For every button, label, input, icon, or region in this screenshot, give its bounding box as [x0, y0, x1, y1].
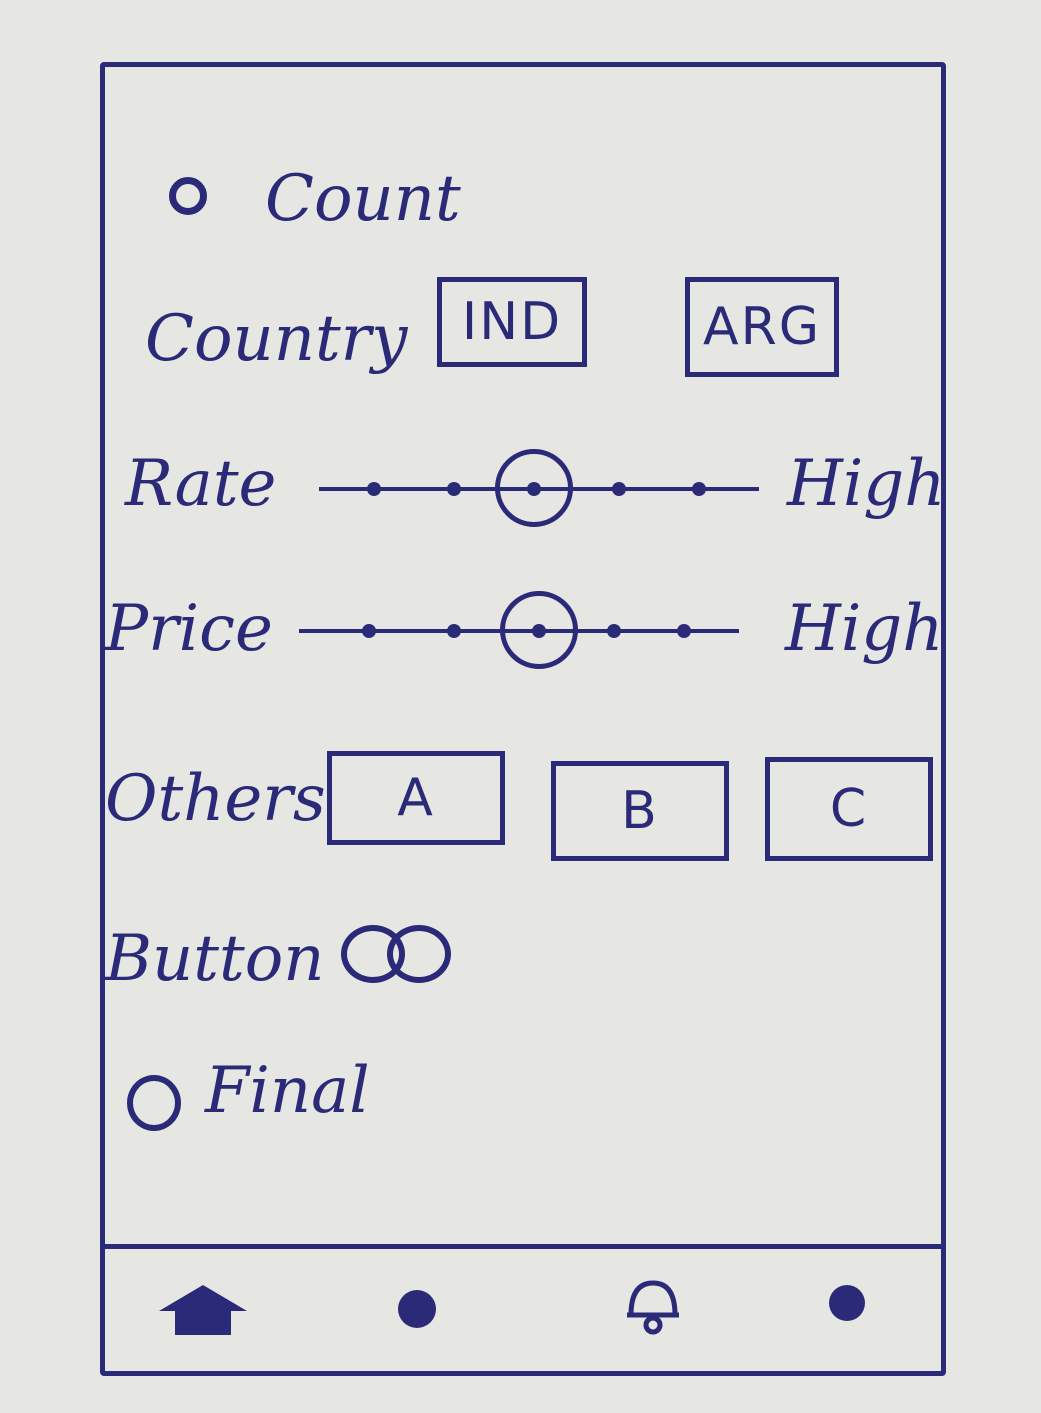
price-label: Price [105, 592, 273, 666]
home-icon[interactable] [157, 1281, 249, 1337]
country-option-ind[interactable]: IND [437, 277, 587, 367]
others-option-c[interactable]: C [765, 757, 933, 861]
dot-icon[interactable] [395, 1287, 439, 1331]
count-radio[interactable] [169, 177, 207, 215]
rate-high-label: High [787, 447, 946, 521]
bell-icon[interactable] [623, 1275, 683, 1335]
rate-tick [447, 482, 461, 496]
others-option-b[interactable]: B [551, 761, 729, 861]
bottom-nav [105, 1244, 941, 1371]
price-slider[interactable] [299, 591, 739, 669]
phone-frame: Count Country IND ARG Rate High Price Hi… [100, 62, 946, 1376]
rate-slider[interactable] [319, 449, 759, 527]
final-label: Final [205, 1054, 370, 1128]
rate-slider-thumb[interactable] [495, 449, 573, 527]
rate-tick [692, 482, 706, 496]
toggle-track [387, 925, 451, 983]
price-high-label: High [785, 592, 944, 666]
country-option-arg[interactable]: ARG [685, 277, 839, 377]
rate-tick [367, 482, 381, 496]
rate-label: Rate [125, 447, 277, 521]
dot-icon[interactable] [825, 1281, 869, 1325]
count-label: Count [265, 162, 461, 236]
final-radio[interactable] [127, 1075, 181, 1131]
price-tick [677, 624, 691, 638]
others-label: Others [105, 762, 326, 836]
price-tick [607, 624, 621, 638]
price-slider-thumb[interactable] [500, 591, 578, 669]
others-option-a[interactable]: A [327, 751, 505, 845]
price-tick [447, 624, 461, 638]
country-label: Country [145, 302, 408, 376]
rate-tick [612, 482, 626, 496]
price-tick [362, 624, 376, 638]
button-label: Button [105, 922, 325, 996]
button-toggle[interactable] [341, 925, 469, 983]
